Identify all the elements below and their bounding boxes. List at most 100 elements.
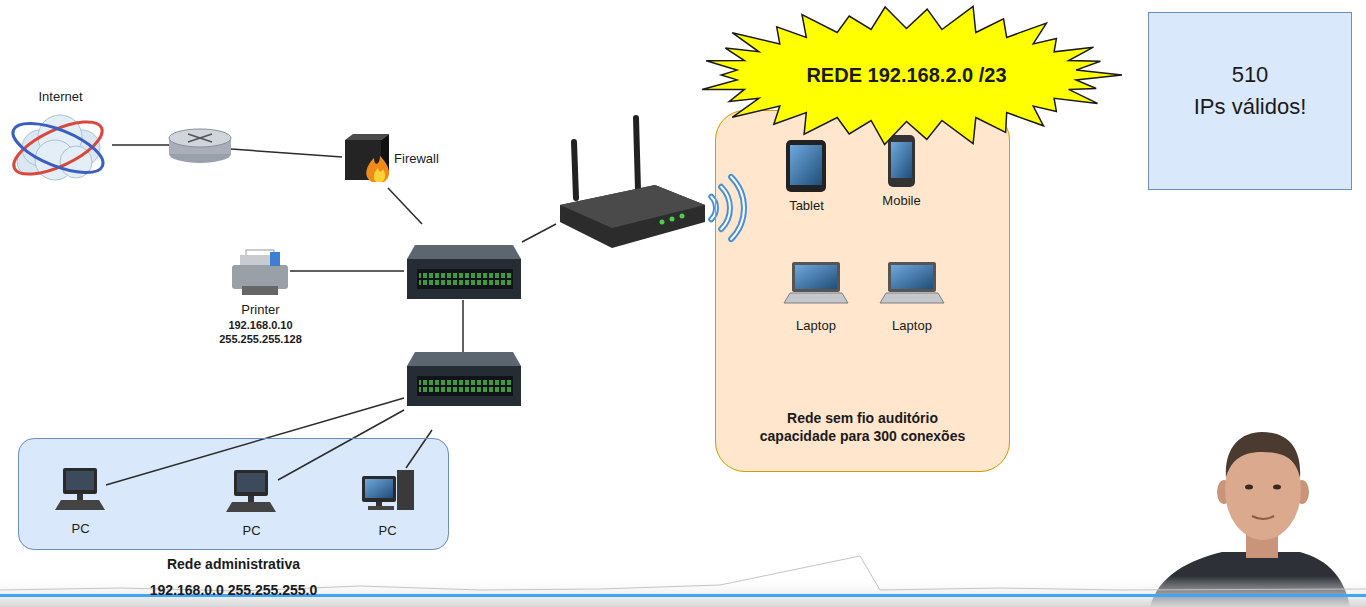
- pc-icon: [226, 470, 276, 512]
- pc-node: PC: [55, 468, 105, 537]
- pc-icon: [362, 476, 396, 502]
- node-label: Mobile: [882, 192, 921, 209]
- text-group: Mobile: [882, 192, 921, 209]
- region-fill: [18, 438, 449, 550]
- wifi-signal: [731, 177, 744, 239]
- firewall-node: Firewall: [344, 136, 439, 180]
- pc-node: PC: [360, 470, 415, 539]
- wifi-signal: [711, 177, 744, 239]
- access-point-icon: [636, 118, 638, 190]
- node-label: REDE 192.168.2.0 /23: [806, 62, 1006, 88]
- printer-icon: [232, 250, 288, 295]
- switch-icon: [407, 352, 521, 406]
- presenter-figure: [1245, 485, 1253, 490]
- text-group: PC: [71, 520, 90, 537]
- access-point-icon: [660, 220, 665, 225]
- firewall-icon: [345, 134, 389, 182]
- network-starburst: REDE 192.168.2.0 /23: [688, 0, 1125, 150]
- text-group: Rede sem fio auditório capacidade para 3…: [716, 409, 1009, 445]
- text-group: Rede administrativa192.168.0.0 255.255.2…: [0, 555, 488, 599]
- switch-icon: [407, 245, 521, 299]
- tablet-icon: [786, 140, 826, 192]
- node-label: Rede sem fio auditório capacidade para 3…: [748, 409, 978, 445]
- printer-icon: [270, 252, 280, 266]
- access-point-icon: [560, 185, 705, 228]
- presenter-figure: [1226, 432, 1300, 478]
- router-icon: [169, 129, 231, 163]
- region-fill: [18, 110, 1010, 550]
- node-label: Laptop: [892, 317, 932, 334]
- wireless-zone: Rede sem fio auditório capacidade para 3…: [715, 110, 1010, 472]
- node-label: PC: [242, 522, 261, 539]
- text-group: Laptop: [892, 317, 932, 334]
- mobile-icon: [888, 135, 915, 187]
- printer-icon: [232, 265, 288, 289]
- firewall-icon: [374, 168, 385, 182]
- node-label: Internet: [38, 88, 83, 105]
- laptop-icon: [784, 262, 848, 303]
- wifi-signal: [721, 187, 730, 229]
- pc-icon: [55, 468, 105, 510]
- tablet-icon: [786, 140, 826, 192]
- internet-cloud-icon: [7, 113, 109, 182]
- network-wire: [290, 270, 404, 272]
- network-wire: [522, 224, 556, 242]
- network-wire: [231, 149, 342, 157]
- starburst-shape: [702, 7, 1122, 145]
- firewall-icon: [366, 156, 389, 182]
- internet-cloud-icon: [7, 111, 109, 184]
- router-icon: [188, 134, 212, 142]
- network-wire: [406, 430, 432, 468]
- mobile-icon: [888, 135, 915, 187]
- pc-icon: [397, 470, 414, 510]
- node-label: IPs válidos!: [1149, 91, 1351, 123]
- laptop-node: Laptop: [784, 262, 848, 334]
- node-label: 255.255.255.128: [219, 332, 302, 346]
- node-label: Laptop: [796, 317, 836, 334]
- access-point-icon: [670, 217, 675, 222]
- internet-node: Internet: [10, 88, 110, 184]
- node-label: Printer: [219, 301, 302, 318]
- text-group: Laptop: [796, 317, 836, 334]
- note-box: 510IPs válidos!: [1148, 12, 1352, 190]
- node-label: 192.168.0.10: [219, 318, 302, 332]
- node-label: Rede administrativa: [0, 555, 488, 573]
- switch-icon: [407, 245, 521, 406]
- printer-node: Printer192.168.0.10255.255.255.128: [217, 250, 304, 346]
- node-label: PC: [378, 522, 397, 539]
- pc-icon: [55, 468, 414, 512]
- network-wire: [388, 188, 422, 224]
- region-fill: [715, 110, 1010, 472]
- router-icon: [169, 129, 231, 147]
- mobile-icon: [891, 142, 912, 178]
- wifi-signal: [731, 177, 744, 239]
- node-label: Tablet: [789, 197, 824, 214]
- access-point-icon: [560, 118, 705, 248]
- text-group: PC: [378, 522, 397, 539]
- admin-zone: Rede administrativa192.168.0.0 255.255.2…: [18, 438, 449, 550]
- node-label: PC: [71, 520, 90, 537]
- network-wire: [112, 144, 169, 146]
- network-wire: [462, 300, 464, 352]
- laptop-icon: [784, 262, 944, 303]
- tablet-node: Tablet: [786, 140, 826, 214]
- text-group: Printer192.168.0.10255.255.255.128: [219, 301, 302, 346]
- presenter-figure: [1252, 516, 1274, 519]
- wifi-signal: [721, 187, 730, 229]
- presenter-figure: [1273, 485, 1281, 490]
- text-group: Tablet: [789, 197, 824, 214]
- pc-icon: [368, 506, 394, 510]
- text-group: REDE 192.168.2.0 /23: [688, 0, 1125, 150]
- laptop-node: Laptop: [880, 262, 944, 334]
- node-label: Firewall: [394, 150, 439, 167]
- text-group: 510IPs válidos!: [1149, 59, 1351, 123]
- text-group: Firewall: [394, 150, 439, 167]
- pc-node: PC: [226, 470, 276, 539]
- laptop-icon: [880, 262, 944, 303]
- node-label: 510: [1149, 59, 1351, 91]
- router-icon: [188, 134, 212, 142]
- tablet-icon: [790, 145, 822, 185]
- printer-icon: [242, 286, 278, 295]
- internet-cloud-icon: [7, 111, 109, 184]
